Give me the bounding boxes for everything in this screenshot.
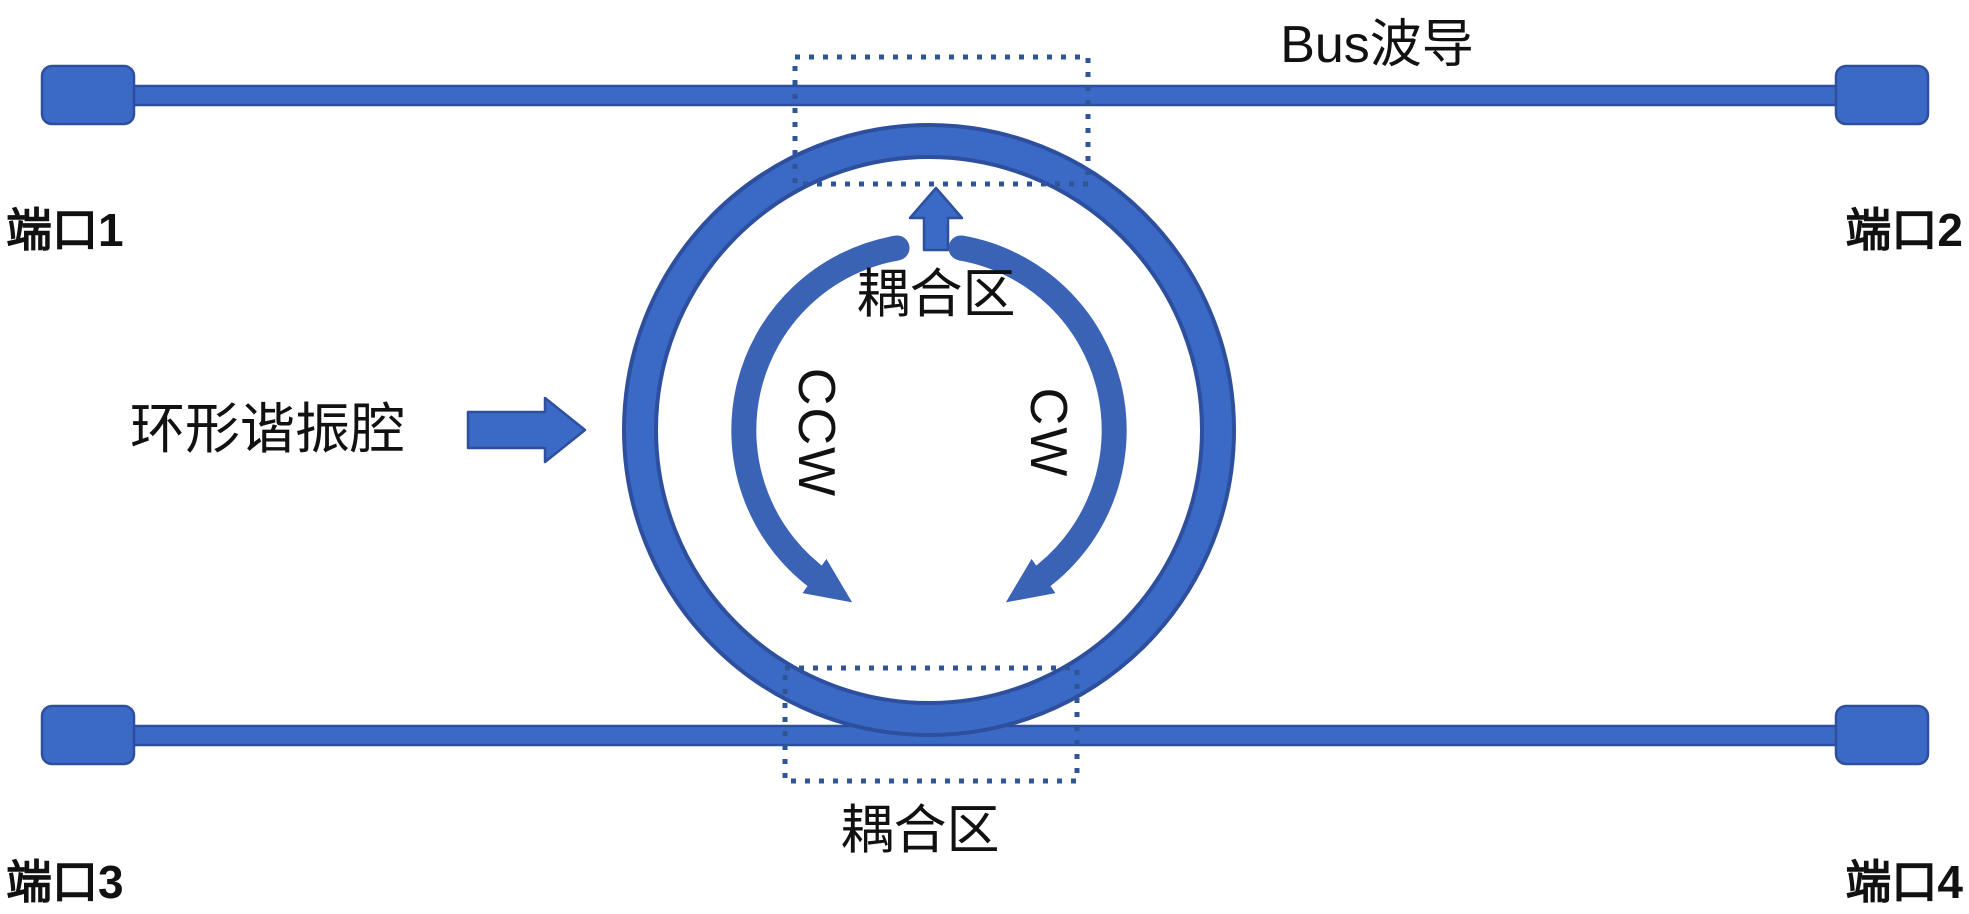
coupling-region-bottom-label: 耦合区 [841,801,1000,860]
cw-curved-arrow-icon [948,235,1127,603]
ring-pointer-arrow-icon [466,396,587,464]
port1-terminal [40,64,136,126]
port4-terminal [1834,704,1930,766]
port3-terminal [40,704,136,766]
top-bus-waveguide [40,64,1930,126]
port1-label: 端口1 [6,204,124,256]
port3-label: 端口3 [6,856,124,908]
bottom-bus-waveguide [40,704,1930,766]
bus-waveguide-label: Bus波导 [1280,16,1474,74]
cw-direction-label: CW [1019,388,1077,479]
top-waveguide-bar [98,84,1872,107]
ccw-direction-label: CCW [787,368,845,498]
port4-label: 端口4 [1845,856,1963,908]
coupling-region-bottom-box [782,665,1080,784]
ring-resonator [622,123,1236,737]
ccw-curved-arrow-icon [731,235,910,603]
port2-label: 端口2 [1845,204,1963,256]
ring-body [626,127,1232,733]
port2-terminal [1834,64,1930,126]
coupling-region-top-label: 耦合区 [857,265,1016,324]
coupling-up-arrow-icon [908,186,964,252]
ring-resonator-label: 环形谐振腔 [130,398,405,460]
